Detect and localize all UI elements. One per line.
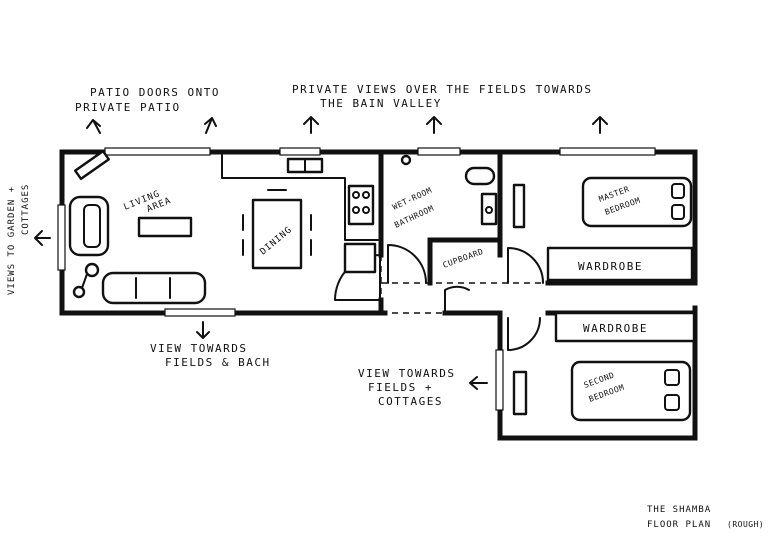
living-furniture [68, 149, 207, 305]
patio-note: PATIO DOORS ONTO [90, 86, 220, 99]
side-note-2: COTTAGES [21, 184, 31, 235]
basin [480, 192, 498, 226]
hall-door [444, 285, 470, 314]
arrow-up-icon [426, 116, 442, 134]
second-bed-window [495, 349, 504, 411]
bottom-left-note: VIEW TOWARDS [150, 342, 247, 355]
sofa [101, 271, 207, 305]
armchair [68, 195, 110, 257]
fridge [343, 242, 377, 274]
side-table [74, 149, 110, 181]
kitchen-units [221, 154, 379, 274]
views-note: PRIVATE VIEWS OVER THE FIELDS TOWARDS [292, 83, 593, 96]
annotations: PATIO DOORS ONTO PRIVATE PATIO PRIVATE V… [7, 83, 593, 408]
master-bedroom-furniture [512, 176, 694, 282]
toilet [464, 166, 496, 186]
dining-table [251, 198, 303, 270]
side-window [57, 204, 66, 271]
second-bed [570, 360, 692, 422]
master-bed [581, 176, 693, 228]
dining-furniture [242, 189, 312, 270]
arrow-up-icon [303, 116, 319, 134]
windows [57, 147, 656, 411]
kitchen-window [279, 147, 321, 156]
caption-subtitle: FLOOR PLAN [647, 520, 711, 530]
shower-head [400, 154, 412, 166]
second-door [507, 317, 541, 351]
bottom-right-note-2: FIELDS + [368, 381, 433, 394]
master-window [559, 147, 656, 156]
bathroom-fixtures [400, 154, 498, 226]
patio-note-2: PRIVATE PATIO [75, 101, 181, 114]
hob [347, 184, 375, 226]
bottom-right-note: VIEW TOWARDS [358, 367, 455, 380]
coffee-table [137, 216, 193, 238]
master-nightstand [512, 183, 526, 229]
living-south-window [164, 308, 236, 317]
arrow-left-icon [469, 376, 488, 390]
bottom-left-note-2: FIELDS & BACH [165, 356, 271, 369]
master-door [507, 247, 544, 284]
view-arrows [34, 116, 608, 390]
patio-door-window [104, 147, 211, 156]
outer-walls [59, 149, 698, 441]
caption-note: (ROUGH) [727, 520, 764, 529]
wardrobe-top [546, 246, 694, 282]
wardrobe-bottom-label: WARDROBE [583, 322, 648, 335]
cupboard-label: CUPBOARD [442, 247, 485, 270]
bottom-right-note-3: COTTAGES [378, 395, 443, 408]
arrow-up-icon [86, 119, 101, 134]
plan-caption: THE SHAMBA FLOOR PLAN (ROUGH) [647, 505, 764, 530]
arrow-down-icon [196, 321, 210, 339]
views-note-2: THE BAIN VALLEY [320, 97, 442, 110]
floor-lamp [84, 262, 100, 278]
bath-door [387, 244, 427, 284]
arrow-up-icon [204, 117, 217, 134]
wardrobe-top-label: WARDROBE [578, 260, 643, 273]
wardrobe-bottom [554, 311, 696, 343]
bathroom-window [417, 147, 461, 156]
arrow-up-icon [592, 116, 608, 134]
second-nightstand [512, 370, 528, 416]
second-bedroom-furniture [512, 311, 696, 422]
side-note: VIEWS TO GARDEN + [7, 186, 17, 295]
arrow-left-icon [34, 230, 51, 246]
caption-title: THE SHAMBA [647, 505, 711, 515]
